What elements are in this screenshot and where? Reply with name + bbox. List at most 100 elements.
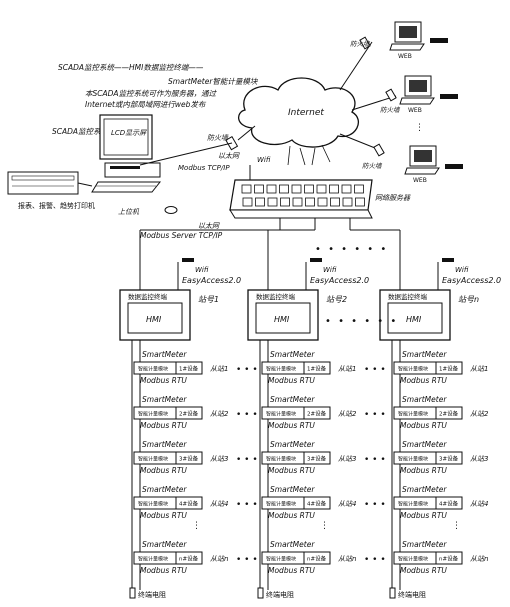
station-3: WifiEasyAccess2.0数据监控终端HMI站号nSmartMeter智… [349, 218, 501, 599]
remote-firewall-2: 防火墙 [380, 106, 401, 114]
lcd-label: LCD显示屏 [111, 129, 147, 137]
server-port [342, 197, 353, 207]
station-1: WifiEasyAccess2.0数据监控终端HMI站号1SmartMeter智… [119, 218, 281, 599]
server-label: 网络服务器 [375, 194, 411, 202]
meter-box-label: 智能计量模块 [266, 556, 296, 563]
bus-label: Modbus RTU [140, 566, 187, 575]
device-label: 3#设备 [307, 455, 327, 463]
bus-label: Modbus RTU [400, 466, 447, 475]
svg-text:• • •: • • • [236, 555, 258, 565]
device-label: 1#设备 [439, 365, 459, 373]
slave-label: 从站3 [470, 455, 488, 463]
server-port [316, 184, 327, 194]
bus-label: Modbus RTU [268, 566, 315, 575]
bus-label: Modbus RTU [140, 466, 187, 475]
stations-group: WifiEasyAccess2.0数据监控终端HMI站号1SmartMeter智… [119, 218, 501, 599]
meter-box-label: 智能计量模块 [138, 456, 168, 463]
header-line4: Internet或内部局域网进行web发布 [85, 100, 207, 109]
station-wifi-label: Wifi [455, 266, 469, 274]
smartmeter-label: SmartMeter [142, 395, 187, 404]
device-label: 3#设备 [439, 455, 459, 463]
meter-box-label: 智能计量模块 [398, 366, 428, 373]
bus-label: Modbus RTU [400, 566, 447, 575]
slave-label: 从站2 [210, 410, 229, 418]
server-port [355, 197, 365, 207]
station-access-label: EasyAccess2.0 [182, 276, 241, 285]
slave-label: 从站2 [470, 410, 489, 418]
device-label: 2#设备 [179, 410, 199, 418]
server-port [255, 197, 265, 207]
remote-host-1: WEB [398, 53, 412, 60]
station-title: 数据监控终端 [388, 292, 428, 301]
meter-box-label: 智能计量模块 [398, 501, 428, 508]
station-access-label: EasyAccess2.0 [310, 276, 369, 285]
server-port [304, 184, 314, 194]
station-title: 数据监控终端 [256, 292, 296, 301]
smartmeter-label: SmartMeter [142, 440, 187, 449]
header-line1: SCADA监控系统——HMI数据监控终端—— [58, 63, 204, 72]
bus-label: Modbus RTU [400, 421, 447, 430]
printer: 报表、报警、趋势打印机 [7, 171, 95, 210]
svg-text:• • •: • • • [364, 555, 386, 565]
firewall-icon: 防火墙 [207, 134, 239, 151]
device-label: 2#设备 [307, 410, 327, 418]
printer-label: 报表、报警、趋势打印机 [18, 201, 95, 210]
smartmeter-label: SmartMeter [142, 350, 187, 359]
station-site-label: 站号1 [198, 295, 219, 304]
server-port [279, 184, 289, 194]
meter-box-label: 智能计量模块 [138, 556, 168, 563]
bus-label: Modbus RTU [140, 376, 187, 385]
device-label: 1#设备 [307, 365, 327, 373]
ethernet2-label: 以太网 [198, 222, 220, 230]
slave-label: 从站4 [470, 500, 488, 508]
meter-box-label: 智能计量模块 [266, 411, 296, 418]
internet-label: Internet [288, 108, 324, 118]
svg-text:• • •: • • • [236, 455, 258, 465]
smartmeter-label: SmartMeter [142, 540, 187, 549]
slave-label: 从站n [338, 555, 356, 563]
smartmeter-label: SmartMeter [270, 540, 315, 549]
scada-label: SCADA监控系统 [52, 127, 110, 136]
bus-label: Modbus RTU [268, 511, 315, 520]
smartmeter-label: SmartMeter [402, 395, 447, 404]
internet-cloud: Internet [238, 77, 359, 148]
meter-box-label: 智能计量模块 [398, 456, 428, 463]
header-line2: SmartMeter智能计量模块 [168, 77, 258, 86]
hmi-label: HMI [274, 315, 290, 324]
svg-text:• • •: • • • [236, 410, 258, 420]
server-port [291, 184, 302, 194]
server-port [280, 197, 290, 207]
server-port [266, 184, 277, 194]
meter-box-label: 智能计量模块 [138, 501, 168, 508]
device-label: n#设备 [179, 555, 199, 563]
meter-box-label: 智能计量模块 [266, 456, 296, 463]
remote-client-3: 防火墙 WEB [339, 133, 463, 184]
ethernet-label: 以太网 [218, 152, 240, 160]
slave-label: 从站4 [338, 500, 356, 508]
server-ports [241, 184, 365, 207]
terminal-label: 终端电阻 [138, 590, 166, 599]
remote-client-1: 防火墙 WEB [339, 21, 448, 91]
protocol-label: Modbus TCP/IP [178, 164, 230, 172]
server-port [341, 184, 352, 194]
meter-box-label: 智能计量模块 [266, 501, 296, 508]
firewall-label: 防火墙 [207, 134, 229, 142]
header-line3: 本SCADA监控系统可作为服务器，通过 [85, 89, 218, 98]
server-port [267, 197, 278, 207]
slave-label: 从站n [470, 555, 488, 563]
slave-label: 从站1 [210, 365, 228, 373]
station-title: 数据监控终端 [128, 292, 168, 301]
remote-firewall-1: 防火墙 [350, 40, 371, 48]
device-label: n#设备 [307, 555, 327, 563]
svg-text:• • • • • •: • • • • • • [325, 316, 398, 327]
server-port [292, 197, 303, 207]
slave-label: 从站3 [210, 455, 228, 463]
server-port [242, 197, 253, 207]
svg-text:• • •: • • • [364, 410, 386, 420]
